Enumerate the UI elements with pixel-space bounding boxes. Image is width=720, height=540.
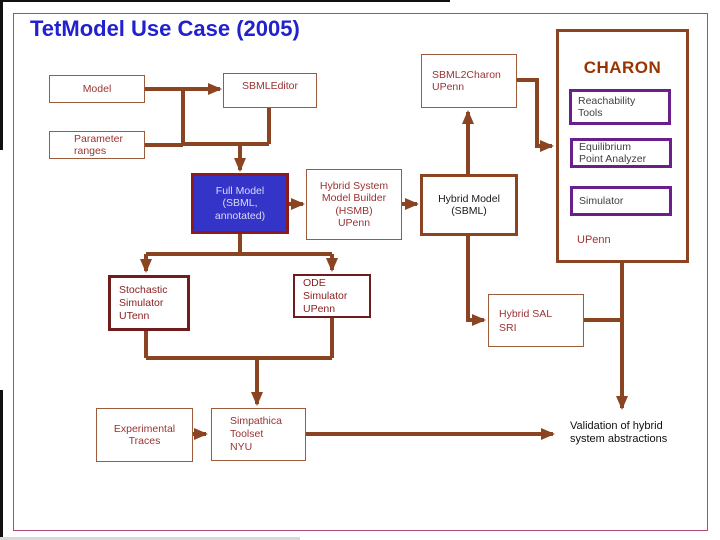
- charon-owner-label: UPenn: [577, 234, 611, 246]
- node-simpathica-toolset: Simpathica Toolset NYU: [211, 408, 306, 461]
- node-hsmb-label: Hybrid System Model Builder (HSMB) UPenn: [319, 179, 389, 230]
- node-hybrid-sal: Hybrid SAL SRI: [488, 294, 584, 347]
- node-ode-simulator-label: ODE Simulator UPenn: [303, 276, 348, 315]
- node-full-model: Full Model (SBML, annotated): [191, 173, 289, 234]
- node-hybrid-model-label: Hybrid Model (SBML): [438, 192, 500, 218]
- node-hybrid-system-model-builder: Hybrid System Model Builder (HSMB) UPenn: [306, 169, 402, 240]
- node-experimental-traces: Experimental Traces: [96, 408, 193, 462]
- charon-title: CHARON: [583, 58, 662, 77]
- node-parameter-ranges: Parameter ranges: [49, 131, 145, 159]
- node-simpathica-label: Simpathica Toolset NYU: [230, 415, 282, 453]
- screenshot-edge-artifact-left-bottom: [0, 390, 3, 540]
- node-stochastic-simulator: Stochastic Simulator UTenn: [108, 275, 190, 331]
- node-experimental-traces-label: Experimental Traces: [113, 422, 176, 448]
- node-equilibrium-point-analyzer: Equilibrium Point Analyzer: [570, 138, 672, 168]
- node-equilibrium-label: Equilibrium Point Analyzer: [579, 140, 647, 166]
- node-hybrid-model: Hybrid Model (SBML): [420, 174, 518, 236]
- node-sbml-editor: SBMLEditor: [223, 73, 317, 108]
- screenshot-edge-artifact-left-top: [0, 0, 3, 150]
- node-full-model-label: Full Model (SBML, annotated): [214, 184, 266, 222]
- node-sbml2charon: SBML2Charon UPenn: [421, 54, 517, 108]
- node-reachability-tools: Reachability Tools: [569, 89, 671, 125]
- slide-title: TetModel Use Case (2005): [30, 16, 300, 41]
- node-ode-simulator: ODE Simulator UPenn: [293, 274, 371, 318]
- node-charon-container: CHARON Reachability Tools Equilibrium Po…: [556, 29, 689, 263]
- node-sbml2charon-label: SBML2Charon UPenn: [432, 68, 501, 94]
- node-simulator-label: Simulator: [579, 194, 624, 207]
- node-simulator: Simulator: [570, 186, 672, 216]
- label-validation: Validation of hybrid system abstractions: [570, 420, 710, 446]
- node-model-label: Model: [82, 82, 112, 95]
- label-validation-text: Validation of hybrid system abstractions: [570, 420, 668, 445]
- node-parameter-ranges-label: Parameter ranges: [74, 132, 124, 158]
- node-model: Model: [49, 75, 145, 103]
- slide-border: [13, 13, 708, 531]
- node-sbml-editor-label: SBMLEditor: [241, 80, 299, 92]
- screenshot-edge-artifact-bottom: [0, 537, 300, 540]
- node-stochastic-simulator-label: Stochastic Simulator UTenn: [119, 283, 168, 322]
- screenshot-edge-artifact-top: [0, 0, 450, 2]
- node-hybrid-sal-label: Hybrid SAL SRI: [499, 307, 553, 334]
- node-reachability-tools-label: Reachability Tools: [578, 94, 636, 120]
